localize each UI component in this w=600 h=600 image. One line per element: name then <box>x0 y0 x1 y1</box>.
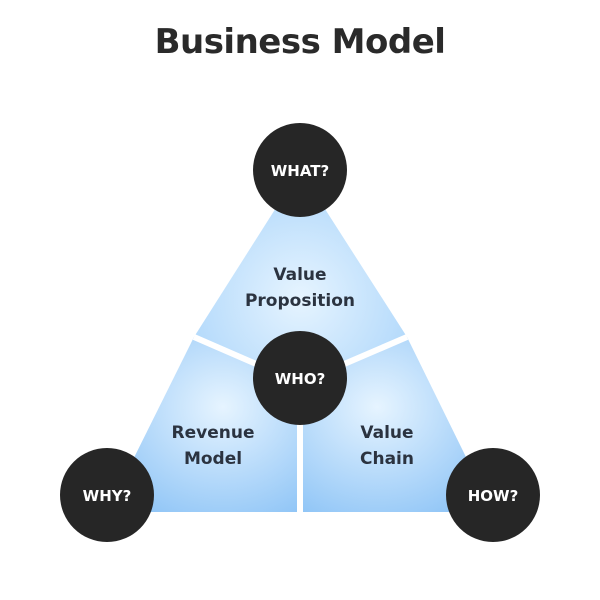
node-why-label: WHY? <box>83 487 132 505</box>
segment-label-value-chain-line2: Chain <box>360 449 414 469</box>
node-what-label: WHAT? <box>271 162 329 180</box>
node-who: WHO? <box>253 331 347 425</box>
segment-label-value-chain-line1: Value <box>360 423 413 443</box>
segment-label-revenue-model-line1: Revenue <box>172 423 255 443</box>
node-how-circle <box>446 448 540 542</box>
diagram-title: Business Model <box>154 22 446 62</box>
segment-label-value-proposition-line2: Proposition <box>245 291 355 311</box>
segment-value-proposition <box>194 170 407 383</box>
node-who-label: WHO? <box>275 370 326 388</box>
segment-label-revenue-model-line2: Model <box>184 449 242 469</box>
segment-revenue-model <box>107 337 300 512</box>
node-how-label: HOW? <box>468 487 519 505</box>
node-what-circle <box>253 123 347 217</box>
segment-label-value-proposition-line1: Value <box>273 265 326 285</box>
node-why: WHY? <box>60 448 154 542</box>
node-who-circle <box>253 331 347 425</box>
node-why-circle <box>60 448 154 542</box>
node-what: WHAT? <box>253 123 347 217</box>
node-how: HOW? <box>446 448 540 542</box>
segment-value-chain <box>300 337 493 512</box>
